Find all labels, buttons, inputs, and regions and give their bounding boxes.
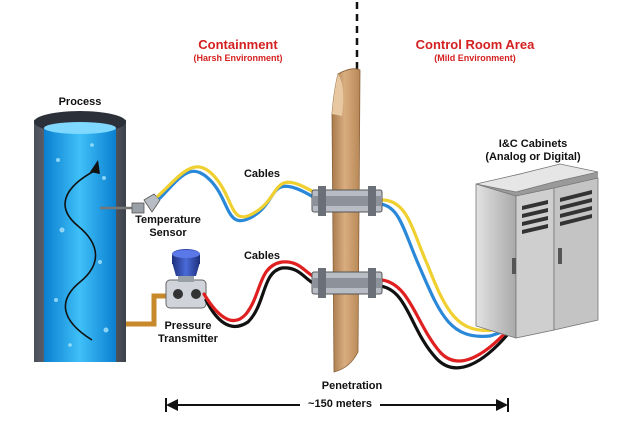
temperature-sensor-label-line2: Sensor bbox=[149, 226, 187, 239]
control-room-title: Control Room Area bbox=[415, 37, 535, 52]
cables-lower-label: Cables bbox=[243, 250, 281, 262]
pressure-transmitter bbox=[165, 249, 207, 309]
control-room-subtitle: (Mild Environment) bbox=[434, 53, 516, 63]
upper-penetration-sleeve bbox=[311, 186, 383, 216]
cabinets-label-line1: I&C Cabinets bbox=[498, 138, 568, 150]
distance-label: ~150 meters bbox=[308, 398, 372, 410]
distance-arrow bbox=[165, 398, 509, 412]
cables-upper-label: Cables bbox=[243, 168, 281, 180]
process-label: Process bbox=[58, 96, 102, 108]
upper-cables bbox=[156, 165, 510, 338]
process-tank bbox=[34, 111, 126, 362]
temperature-sensor-label: Temperature Sensor bbox=[132, 214, 204, 239]
containment-subtitle: (Harsh Environment) bbox=[193, 53, 283, 63]
cabinets-label: I&C Cabinets (Analog or Digital) bbox=[478, 138, 588, 163]
containment-title: Containment bbox=[198, 37, 278, 52]
temperature-sensor bbox=[100, 193, 161, 214]
penetration-label: Penetration bbox=[321, 380, 383, 392]
pressure-transmitter-label-line2: Transmitter bbox=[158, 332, 218, 345]
temperature-sensor-label-line1: Temperature bbox=[135, 214, 201, 226]
cabinets-label-line2: (Analog or Digital) bbox=[485, 150, 581, 163]
lower-penetration-sleeve bbox=[311, 268, 383, 298]
ic-cabinets bbox=[475, 163, 599, 339]
pressure-transmitter-label: Pressure Transmitter bbox=[150, 320, 226, 345]
pressure-piping bbox=[126, 293, 168, 327]
flow-arrow bbox=[64, 169, 97, 341]
pressure-transmitter-label-line1: Pressure bbox=[164, 320, 212, 332]
penetration-wall bbox=[331, 68, 361, 373]
